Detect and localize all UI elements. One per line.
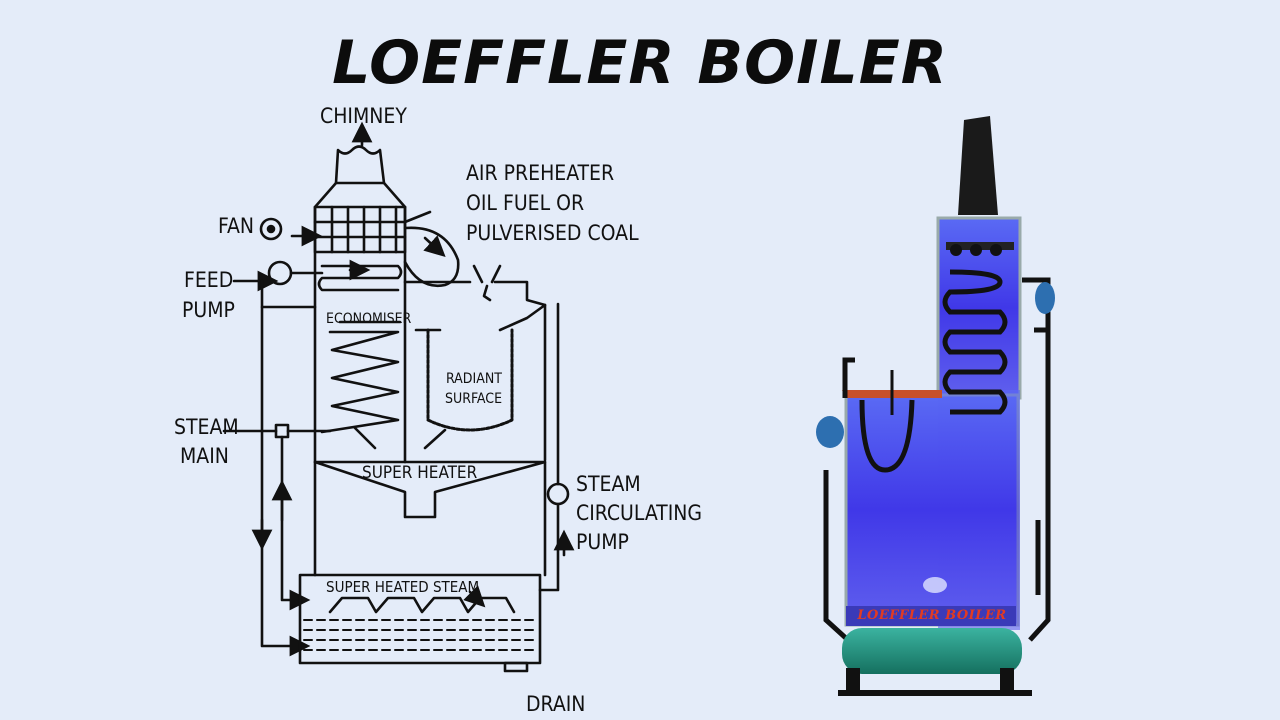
label-circ-steam: STEAM [576,472,641,496]
label-radiant: RADIANT [446,371,502,387]
radiant-surface [426,328,514,432]
label-steam: STEAM [174,415,239,439]
label-oil-fuel: OIL FUEL OR [466,191,585,215]
label-surface: SURFACE [445,391,503,407]
fan-symbol [259,217,283,241]
label-feed: FEED [184,268,234,292]
label-drain: DRAIN [526,692,586,716]
burner [472,264,502,284]
label-economiser: ECONOMISER [326,311,412,327]
label-pulverised-coal: PULVERISED COAL [466,221,639,245]
label-air-preheater: AIR PREHEATER [466,161,615,185]
superheater-coil [320,330,400,434]
label-fan: FAN [218,214,254,238]
label-circulating: CIRCULATING [576,501,703,525]
evaporator-drum [298,573,542,665]
steam-nozzles [328,596,516,614]
label-main: MAIN [180,444,229,468]
label-circ-pump: PUMP [576,530,629,554]
label-pump: PUMP [182,298,235,322]
chimney [334,145,386,185]
page-title: LOEFFLER BOILER [332,28,948,98]
model-nameplate: LOEFFLER BOILER [857,608,1007,623]
label-super-heated-steam: SUPER HEATED STEAM [326,578,480,596]
label-super-heater: SUPER HEATER [362,463,478,483]
drain-outlet [503,661,529,673]
label-chimney: CHIMNEY [320,104,407,128]
